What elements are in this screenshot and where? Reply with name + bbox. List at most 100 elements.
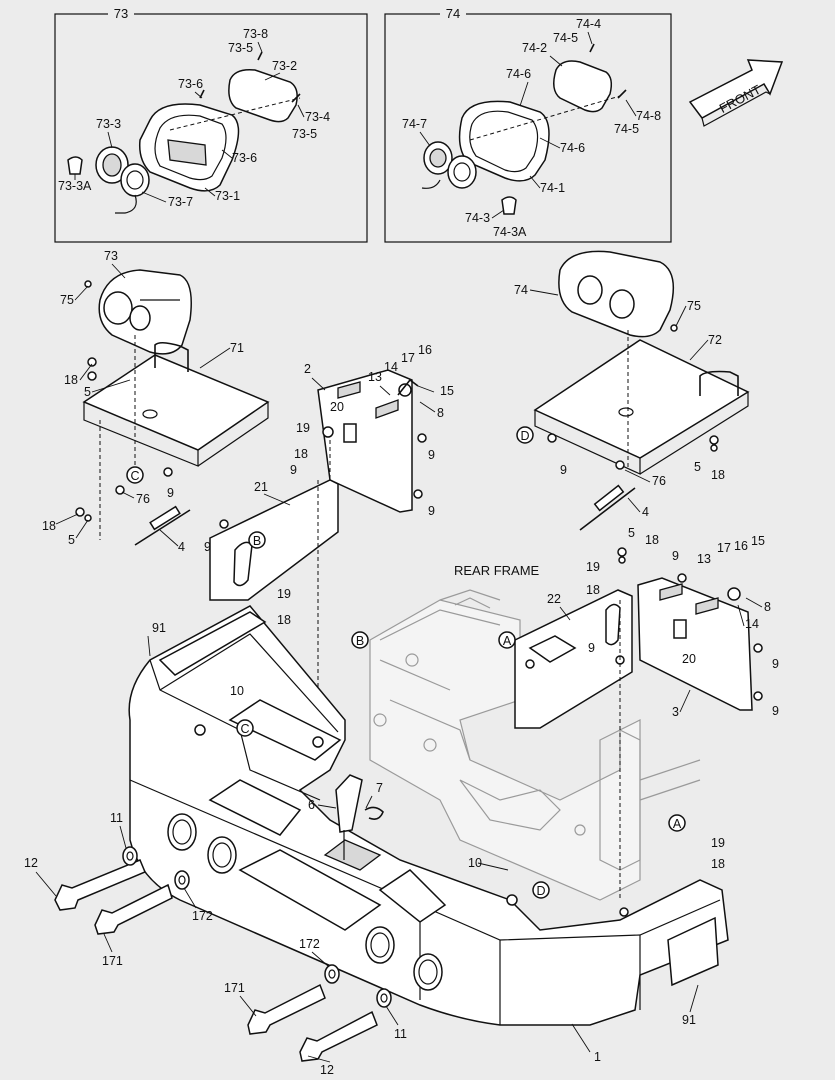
label-73-1: 73-1 bbox=[215, 189, 240, 203]
label-74-2: 74-2 bbox=[522, 41, 547, 55]
callout-75-left: 75 bbox=[60, 293, 74, 307]
callout-13-left: 13 bbox=[368, 370, 382, 384]
callout-10-left: 10 bbox=[230, 684, 244, 698]
callout-20-right: 20 bbox=[682, 652, 696, 666]
label-74-6b: 74-6 bbox=[560, 141, 585, 155]
callout-3: 3 bbox=[672, 705, 679, 719]
ref-c-1: C bbox=[130, 469, 139, 483]
label-73-3: 73-3 bbox=[96, 117, 121, 131]
callout-74: 74 bbox=[514, 283, 528, 297]
ref-b-1: B bbox=[253, 534, 261, 548]
callout-19-right: 19 bbox=[586, 560, 600, 574]
label-74-4: 74-4 bbox=[576, 17, 601, 31]
plate-22-assembly bbox=[514, 573, 763, 900]
callout-91-left: 91 bbox=[152, 621, 166, 635]
leader-lines bbox=[35, 263, 763, 1063]
label-74-6a: 74-6 bbox=[506, 67, 531, 81]
callout-5-left-lower: 5 bbox=[68, 533, 75, 547]
label-74-8: 74-8 bbox=[636, 109, 661, 123]
callout-11-right: 11 bbox=[394, 1027, 407, 1041]
label-73-3A: 73-3A bbox=[58, 179, 92, 193]
callout-2: 2 bbox=[304, 362, 311, 376]
ref-a-2: A bbox=[673, 817, 682, 831]
callout-5-right-lower: 5 bbox=[628, 526, 635, 540]
callout-18-right-lower: 18 bbox=[645, 533, 659, 547]
callout-16-right: 16 bbox=[734, 539, 748, 553]
label-74-5b: 74-5 bbox=[614, 122, 639, 136]
callout-8-left: 8 bbox=[437, 406, 444, 420]
callout-75-right: 75 bbox=[687, 299, 701, 313]
plate-2-assembly bbox=[209, 369, 427, 740]
callout-7: 7 bbox=[376, 781, 383, 795]
callout-12-left: 12 bbox=[24, 856, 38, 870]
callout-91-right: 91 bbox=[682, 1013, 696, 1027]
detail-74-number: 74 bbox=[446, 6, 460, 21]
counterweight-body bbox=[128, 605, 729, 1026]
label-73-5b: 73-5 bbox=[292, 127, 317, 141]
callout-9-plate2-right: 9 bbox=[428, 448, 435, 462]
callout-18-left-lower: 18 bbox=[42, 519, 56, 533]
callout-72: 72 bbox=[708, 333, 722, 347]
label-73-7: 73-7 bbox=[168, 195, 193, 209]
detail-box-74: 74 74-4 74-5 74-2 74-6 74-7 74-8 74-5 74… bbox=[384, 6, 672, 243]
callout-4-right: 4 bbox=[642, 505, 649, 519]
callout-18-right-plate: 18 bbox=[586, 583, 600, 597]
callout-16-left: 16 bbox=[418, 343, 432, 357]
callout-18-lower-right: 18 bbox=[711, 857, 725, 871]
callout-9-plate3-lower: 9 bbox=[772, 704, 779, 718]
ref-d-2: D bbox=[536, 884, 545, 898]
callout-76-left: 76 bbox=[136, 492, 150, 506]
label-73-6a: 73-6 bbox=[178, 77, 203, 91]
callout-9-left-bracket: 9 bbox=[167, 486, 174, 500]
label-74-7: 74-7 bbox=[402, 117, 427, 131]
callout-171-left: 171 bbox=[102, 954, 123, 968]
label-73-6b: 73-6 bbox=[232, 151, 257, 165]
callout-9-plate2: 9 bbox=[290, 463, 297, 477]
callout-18-right: 18 bbox=[711, 468, 725, 482]
callout-10-right: 10 bbox=[468, 856, 482, 870]
ref-c-2: C bbox=[240, 722, 249, 736]
callout-8-right: 8 bbox=[764, 600, 771, 614]
callout-9-plate22: 9 bbox=[588, 641, 595, 655]
callout-11-left: 11 bbox=[110, 811, 123, 825]
callout-13-right: 13 bbox=[697, 552, 711, 566]
callout-172-right: 172 bbox=[299, 937, 320, 951]
ref-d-1: D bbox=[520, 429, 529, 443]
callout-21: 21 bbox=[254, 480, 268, 494]
callout-1: 1 bbox=[594, 1050, 601, 1064]
label-74-3: 74-3 bbox=[465, 211, 490, 225]
callout-9-plate3-right: 9 bbox=[772, 657, 779, 671]
callout-9-plate3-top: 9 bbox=[672, 549, 679, 563]
left-lamp-assembly bbox=[75, 269, 270, 546]
ref-a-1: A bbox=[503, 634, 512, 648]
callout-12-right: 12 bbox=[320, 1063, 334, 1077]
right-lamp-assembly bbox=[533, 250, 750, 564]
callout-19-left: 19 bbox=[296, 421, 310, 435]
callout-5-right: 5 bbox=[694, 460, 701, 474]
callout-17-left: 17 bbox=[401, 351, 415, 365]
callout-73: 73 bbox=[104, 249, 118, 263]
label-73-5a: 73-5 bbox=[228, 41, 253, 55]
label-73-4: 73-4 bbox=[305, 110, 330, 124]
reference-markers: C B D B A C A D bbox=[126, 426, 686, 899]
bolts bbox=[54, 846, 392, 1062]
rear-frame-label: REAR FRAME bbox=[454, 563, 540, 578]
callout-76-right: 76 bbox=[652, 474, 666, 488]
callout-6: 6 bbox=[308, 798, 315, 812]
front-arrow: FRONT bbox=[688, 59, 784, 127]
callout-71: 71 bbox=[230, 341, 244, 355]
callout-9-plate21: 9 bbox=[204, 540, 211, 554]
detail-box-73: 73 73-8 73-5 73-2 73-6 73-4 73-5 73-3 73… bbox=[54, 6, 368, 243]
callout-9-right-bracket: 9 bbox=[560, 463, 567, 477]
callout-20-left: 20 bbox=[330, 400, 344, 414]
callout-9-plate2-lower: 9 bbox=[428, 504, 435, 518]
label-74-5a: 74-5 bbox=[553, 31, 578, 45]
callout-18-left: 18 bbox=[64, 373, 78, 387]
label-74-1: 74-1 bbox=[540, 181, 565, 195]
callout-15-right: 15 bbox=[751, 534, 765, 548]
callouts: 73 75 71 18 5 76 9 18 5 4 2 13 14 17 16 … bbox=[24, 249, 779, 1077]
detail-73-number: 73 bbox=[114, 6, 128, 21]
callout-18-center: 18 bbox=[277, 613, 291, 627]
callout-18-plate2: 18 bbox=[294, 447, 308, 461]
